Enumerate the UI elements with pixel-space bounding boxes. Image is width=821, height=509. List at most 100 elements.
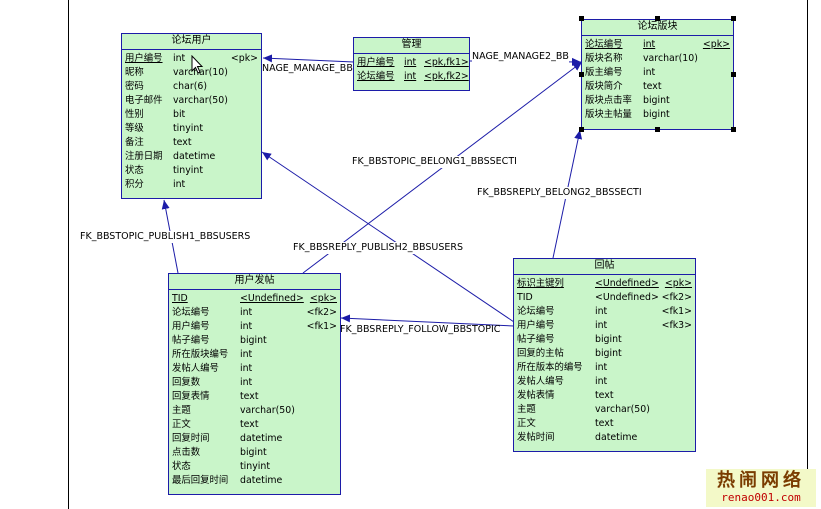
selection-handle[interactable] [731, 72, 736, 77]
column-name: 密码 [125, 81, 144, 92]
column-type: int [595, 376, 608, 387]
column-row: 发帖人编号 int [517, 375, 692, 389]
column-key: <fk2> [661, 292, 692, 303]
column-type: bigint [643, 109, 670, 120]
entity-columns: 标识主键列<Undefined><pk> TID<Undefined><fk2>… [514, 275, 695, 445]
column-name: 昵称 [125, 67, 144, 78]
column-name: 发帖时间 [517, 432, 555, 443]
entity-title: 回帖 [514, 259, 695, 275]
column-name: 用户编号 [125, 53, 163, 64]
column-name: 版主编号 [585, 67, 623, 78]
column-key [670, 108, 730, 122]
column-type: int [643, 67, 656, 78]
column-type: text [240, 391, 259, 402]
column-name: 论坛编号 [585, 39, 623, 50]
selection-handle[interactable] [731, 16, 736, 21]
column-key [228, 66, 258, 80]
label-reply-belong: FK_BBSREPLY_BELONG2_BBSSECTI [477, 187, 642, 199]
left-frame-line [68, 0, 69, 509]
column-name: 版块主帖量 [585, 109, 632, 120]
column-type: <Undefined> [595, 278, 659, 289]
column-name: TID [517, 292, 533, 303]
column-row: 状态 tinyint [125, 164, 258, 178]
selection-handle[interactable] [579, 127, 584, 132]
column-name: 性别 [125, 109, 144, 120]
column-name: 积分 [125, 179, 144, 190]
column-name: 注册日期 [125, 151, 163, 162]
column-key [228, 94, 258, 108]
column-key [614, 417, 692, 431]
selection-handle[interactable] [579, 72, 584, 77]
selection-handle[interactable] [731, 127, 736, 132]
column-type: text [595, 390, 614, 401]
column-name: 发帖人编号 [517, 376, 564, 387]
entity-title: 用户发帖 [169, 274, 340, 290]
column-type: text [643, 81, 662, 92]
column-type: int [595, 320, 608, 331]
selection-handle[interactable] [579, 16, 584, 21]
watermark-url: renao001.com [721, 491, 801, 504]
column-key: <fk3> [661, 320, 692, 331]
column-type: text [240, 419, 259, 430]
entity-title: 论坛版块 [582, 20, 733, 36]
column-name: 论坛编号 [357, 71, 395, 82]
column-type: int [240, 377, 253, 388]
column-key: <pk> [230, 53, 258, 64]
column-type: int [643, 39, 656, 50]
column-type: char(6) [173, 81, 207, 92]
column-key [662, 80, 730, 94]
link-reply-topic [340, 314, 515, 327]
column-key [295, 404, 337, 418]
column-type: <Undefined> [240, 293, 304, 304]
column-key [259, 418, 337, 432]
selection-handle[interactable] [655, 127, 660, 132]
column-name: 所在版块编号 [172, 349, 229, 360]
column-key [252, 376, 337, 390]
column-type: tinyint [240, 461, 270, 472]
column-name: 状态 [125, 165, 144, 176]
column-name: 点击数 [172, 447, 201, 458]
column-key: <fk1> [661, 306, 692, 317]
label-reply-follow: FK_BBSREPLY_FOLLOW_BBSTOPIC [340, 324, 501, 335]
column-name: 备注 [125, 137, 144, 148]
column-type: varchar(50) [595, 404, 650, 415]
column-key [185, 108, 258, 122]
label-manage-users: NAGE_MANAGE_BB [262, 63, 353, 75]
column-type: text [173, 137, 192, 148]
column-type: datetime [240, 433, 283, 444]
selection-handle[interactable] [655, 16, 660, 21]
column-type: varchar(10) [173, 67, 228, 78]
column-key: <pk,fk1> [424, 57, 469, 68]
column-type: bigint [643, 95, 670, 106]
column-key [203, 122, 258, 136]
column-type: int [240, 307, 253, 318]
column-type: tinyint [173, 165, 203, 176]
column-name: 等级 [125, 123, 144, 134]
column-name: 用户编号 [357, 57, 395, 68]
column-key: <pk,fk2> [424, 71, 469, 82]
entity-reply[interactable]: 回帖 标识主键列<Undefined><pk> TID<Undefined><f… [513, 258, 696, 452]
column-type: bigint [595, 334, 622, 345]
